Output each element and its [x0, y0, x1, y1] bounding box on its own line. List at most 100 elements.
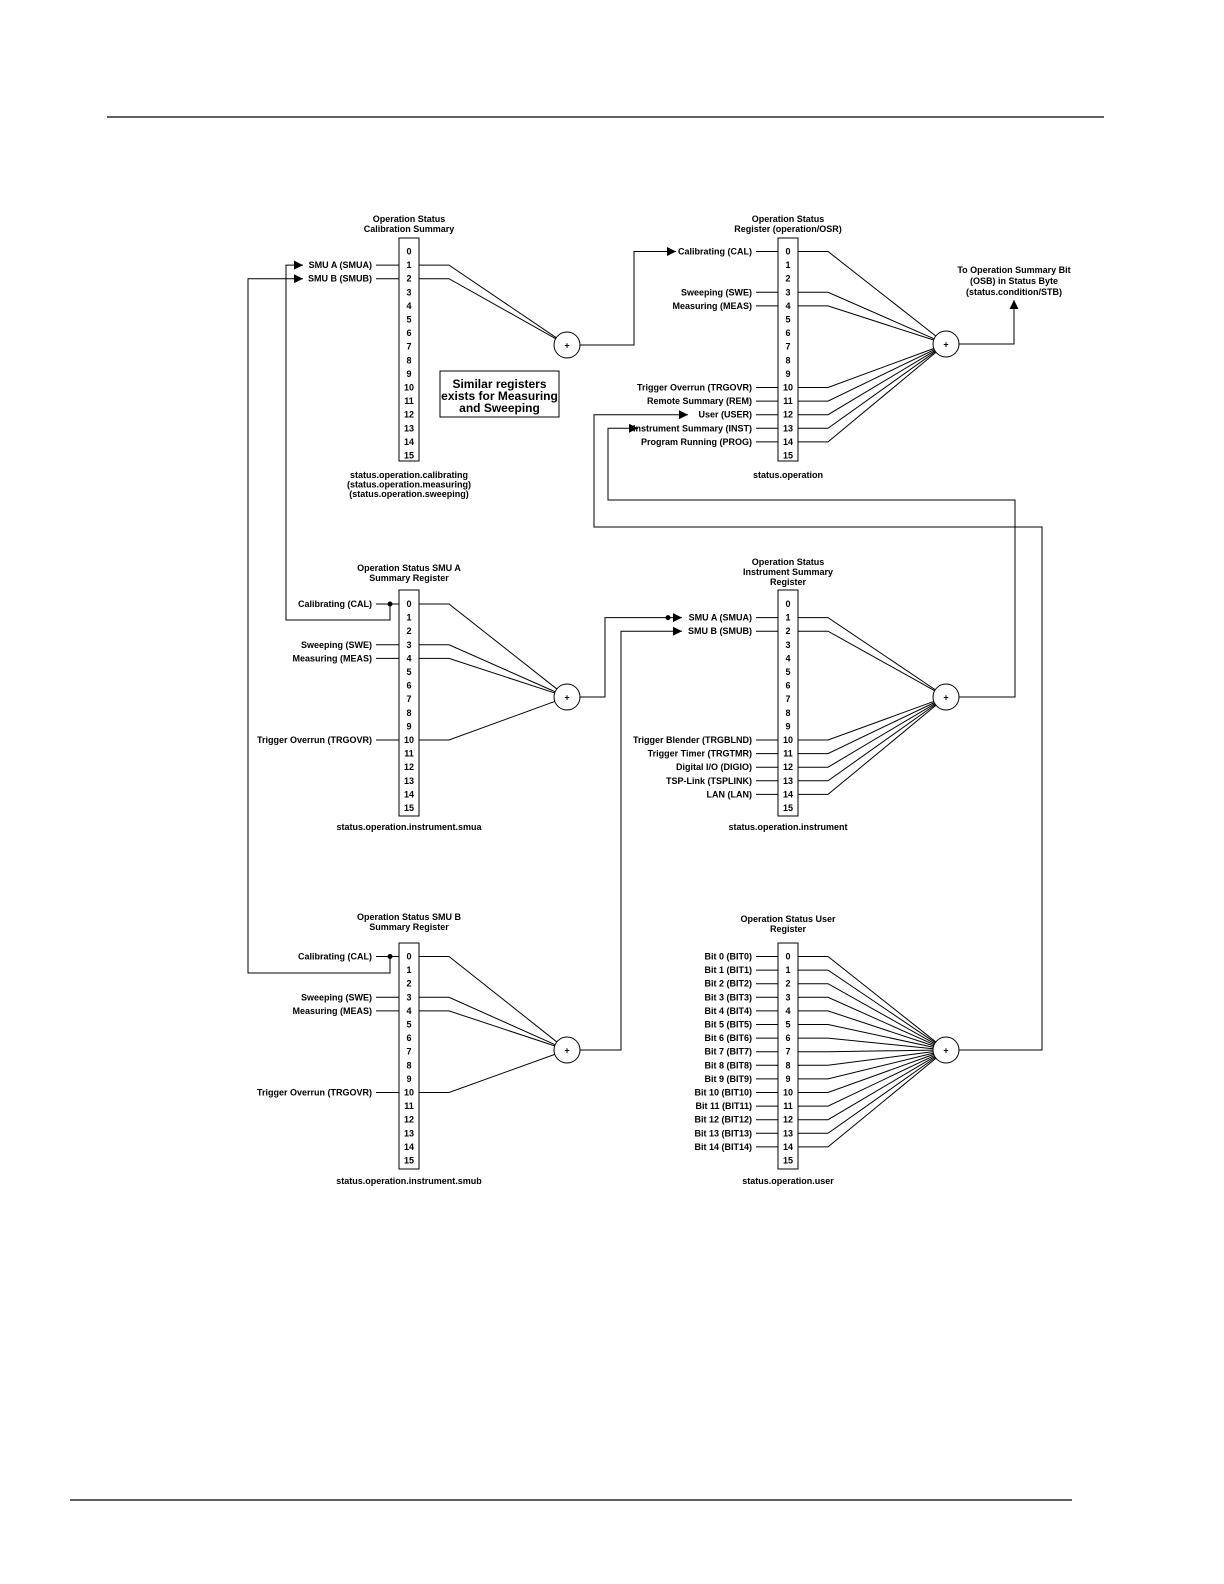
summary-line [419, 264, 557, 339]
register-footer-line: (status.operation.sweeping) [349, 489, 469, 499]
register-user: Operation Status UserRegister01234567891… [694, 914, 960, 1186]
bit-number: 15 [404, 803, 414, 813]
bit-number: 10 [783, 735, 793, 745]
smua-instrument-dot [665, 615, 671, 621]
input-label: Bit 8 (BIT8) [704, 1060, 752, 1070]
input-label: Calibrating (CAL) [298, 599, 372, 609]
register-title-line: Operation Status SMU B [357, 912, 462, 922]
register-footer-line: (status.operation.measuring) [347, 480, 471, 490]
osb-line-3: (status.condition/STB) [966, 287, 1062, 297]
bit-number: 12 [404, 762, 414, 772]
bit-number: 13 [783, 776, 793, 786]
summary-line [419, 1053, 555, 1093]
bit-number: 15 [783, 803, 793, 813]
bit-number: 0 [406, 599, 411, 609]
bit-number: 13 [783, 1128, 793, 1138]
register-title-line: Operation Status SMU A [357, 563, 461, 573]
bit-number: 9 [785, 721, 790, 731]
summary-line [798, 1049, 934, 1053]
bit-number: 12 [404, 410, 414, 420]
register-box [777, 942, 799, 1170]
summary-line [798, 1053, 934, 1093]
bit-number: 6 [785, 1033, 790, 1043]
register-title-line: Operation Status [373, 214, 446, 224]
connections-layer [247, 247, 1043, 1051]
bit-number: 13 [404, 1128, 414, 1138]
bit-number: 12 [783, 1115, 793, 1125]
bit-number: 9 [406, 1074, 411, 1084]
bit-number: 5 [785, 667, 790, 677]
smub-instrument-link [580, 626, 682, 1051]
register-box [398, 589, 420, 817]
similar-registers-note: Similar registers exists for Measuring a… [439, 370, 560, 418]
summing-symbol: + [564, 341, 569, 351]
bit-number: 8 [406, 1060, 411, 1070]
summary-line [798, 350, 936, 416]
input-label: Bit 6 (BIT6) [704, 1033, 752, 1043]
input-label: Trigger Overrun (TRGOVR) [637, 383, 752, 393]
input-label: Digital I/O (DIGIO) [676, 762, 752, 772]
note-box [439, 370, 560, 418]
register-footer-line: status.operation.instrument.smua [336, 822, 482, 832]
bit-number: 7 [785, 342, 790, 352]
instrument-inst-link [607, 423, 1016, 698]
input-label: Trigger Overrun (TRGOVR) [257, 1088, 372, 1098]
register-footer-line: status.operation.instrument [728, 822, 847, 832]
bit-number: 1 [785, 613, 790, 623]
bit-number: 8 [785, 355, 790, 365]
register-box [777, 589, 799, 817]
bit-number: 1 [406, 613, 411, 623]
bit-number: 1 [406, 260, 411, 270]
input-label: Bit 7 (BIT7) [704, 1047, 752, 1057]
bit-number: 8 [785, 708, 790, 718]
bit-number: 3 [406, 287, 411, 297]
summary-line [798, 704, 936, 782]
summary-line [798, 1010, 934, 1047]
summary-line [419, 603, 558, 690]
register-title-line: Register (operation/OSR) [734, 224, 842, 234]
input-label: Sweeping (SWE) [301, 992, 372, 1002]
register-footer-line: status.operation.instrument.smub [336, 1176, 482, 1186]
bit-number: 0 [785, 599, 790, 609]
summary-line [798, 291, 935, 340]
input-label: Bit 1 (BIT1) [704, 965, 752, 975]
bit-number: 7 [785, 694, 790, 704]
bit-number: 6 [785, 681, 790, 691]
bit-number: 5 [785, 315, 790, 325]
bit-number: 12 [783, 410, 793, 420]
smub-cal-link [247, 274, 391, 974]
bit-number: 11 [783, 1101, 793, 1111]
note-line-2: exists for Measuring [441, 389, 558, 403]
input-label: Measuring (MEAS) [292, 653, 372, 663]
bit-number: 15 [783, 1156, 793, 1166]
bit-number: 4 [785, 1006, 790, 1016]
bit-number: 13 [783, 423, 793, 433]
bit-number: 8 [785, 1060, 790, 1070]
register-title-line: Register [770, 924, 807, 934]
bit-number: 0 [785, 952, 790, 962]
summing-symbol: + [943, 340, 948, 350]
input-label: Sweeping (SWE) [301, 640, 372, 650]
bit-number: 6 [406, 1033, 411, 1043]
summary-line [419, 657, 555, 694]
summing-symbol: + [564, 693, 569, 703]
summing-junction [932, 1036, 960, 1064]
summing-symbol: + [564, 1046, 569, 1056]
bit-number: 10 [783, 1088, 793, 1098]
bit-number: 0 [406, 952, 411, 962]
note-line-1: Similar registers [452, 377, 546, 391]
bit-number: 0 [785, 247, 790, 257]
register-footer-line: status.operation.calibrating [350, 470, 468, 480]
bit-number: 2 [785, 274, 790, 284]
summary-line [798, 1055, 935, 1107]
bit-number: 15 [783, 451, 793, 461]
summary-line [798, 703, 936, 768]
bit-number: 3 [406, 992, 411, 1002]
bit-number: 3 [785, 640, 790, 650]
register-title-line: Register [770, 577, 807, 587]
bit-number: 9 [406, 721, 411, 731]
register-title-line: Operation Status [752, 214, 825, 224]
bit-number: 12 [783, 762, 793, 772]
